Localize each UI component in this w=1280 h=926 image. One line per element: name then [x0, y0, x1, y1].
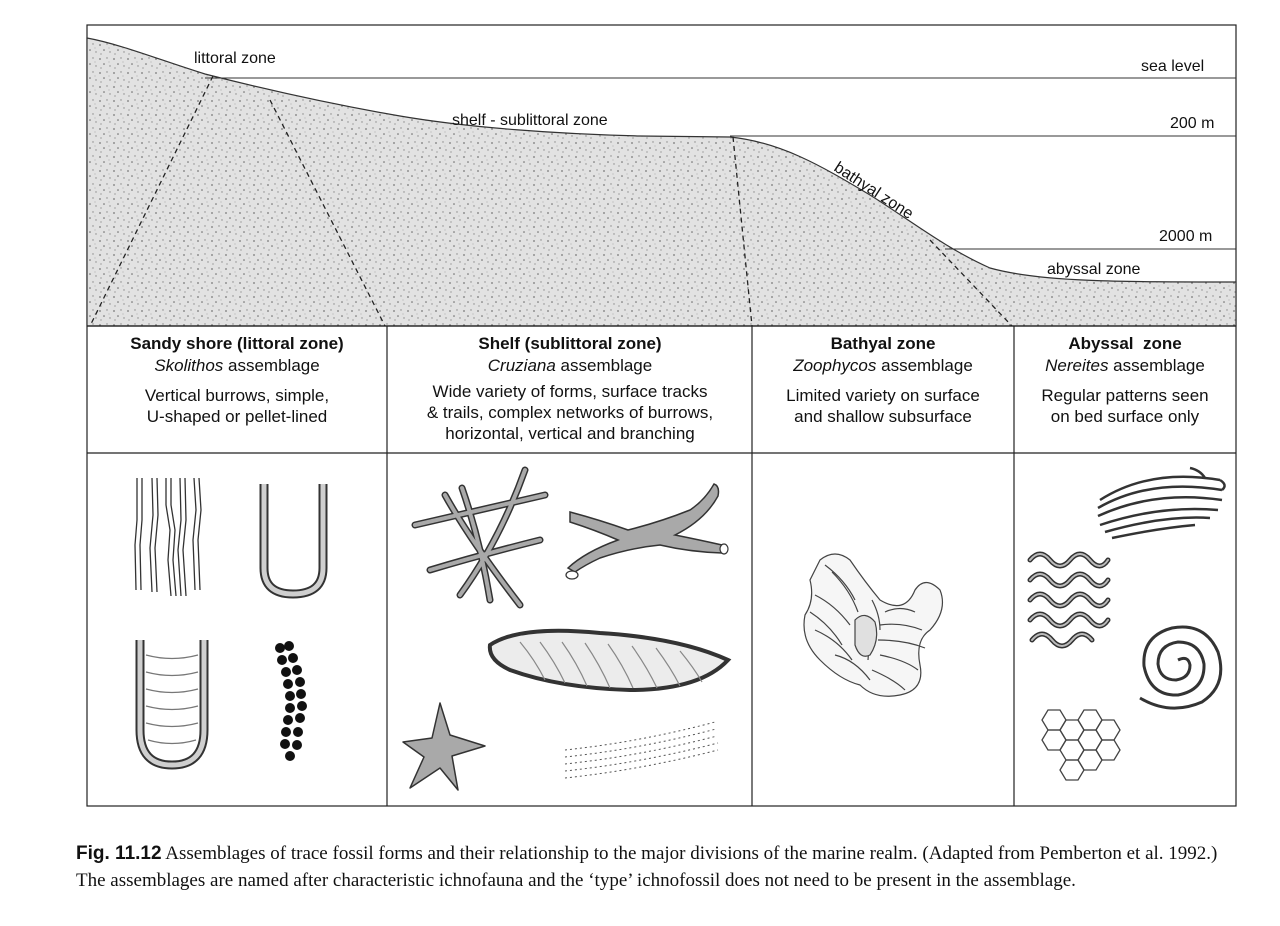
- cruziana-branching-burrow: [565, 483, 729, 580]
- skolithos-vertical-burrows: [134, 477, 202, 597]
- shelf-zone-label: shelf - sublittoral zone: [452, 112, 608, 129]
- skolithos-pellet-lined-burrow: [275, 641, 307, 761]
- zone-assemblage: Nereites assemblage: [1045, 356, 1205, 375]
- nereites-meander-squiggle-inner: [1029, 553, 1109, 647]
- nereites-hexagon-network: [1041, 709, 1121, 781]
- zone-header-littoral: Sandy shore (littoral zone) Skolithos as…: [90, 333, 384, 427]
- skolithos-spreite-u-burrow: [135, 640, 209, 770]
- zone-assemblage: Cruziana assemblage: [487, 356, 653, 375]
- zone-title: Sandy shore (littoral zone): [130, 334, 344, 353]
- cruziana-star-trace: [402, 702, 486, 791]
- zone-description: Wide variety of forms, surface tracks& t…: [426, 382, 714, 443]
- nereites-spiral-trace: [1139, 625, 1223, 710]
- sea-level-label: sea level: [1141, 58, 1205, 75]
- zone-title: Abyssal zone: [1068, 334, 1182, 353]
- zone-header-abyssal: Abyssal zone Nereites assemblage Regular…: [1017, 333, 1233, 427]
- zone-description: Vertical burrows, simple,U-shaped or pel…: [144, 386, 330, 426]
- depth-2000-label: 2000 m: [1159, 228, 1213, 245]
- zone-assemblage: Skolithos assemblage: [154, 356, 320, 375]
- depth-200-label: 200 m: [1170, 115, 1215, 132]
- figure-number: Fig. 11.12: [76, 843, 162, 864]
- zone-boundary-dashes: [89, 75, 1013, 327]
- figure-frame: [86, 24, 1237, 807]
- littoral-zone-label: littoral zone: [194, 50, 276, 67]
- cruziana-crossing-trails: [411, 466, 549, 609]
- zone-title: Shelf (sublittoral zone): [478, 334, 662, 353]
- cruziana-horizontal-trace: [487, 628, 732, 693]
- zoophycos-spiral-trace: [803, 553, 943, 697]
- zone-header-shelf: Shelf (sublittoral zone) Cruziana assemb…: [390, 333, 750, 444]
- skolithos-u-burrow: [259, 484, 328, 599]
- cruziana-track-trail: [564, 721, 719, 779]
- zone-header-bathyal: Bathyal zone Zoophycos assemblage Limite…: [755, 333, 1011, 427]
- abyssal-zone-label: abyssal zone: [1047, 261, 1141, 278]
- nereites-meander-bands: [1097, 466, 1226, 540]
- seafloor-profile: [86, 37, 1237, 327]
- figure-caption: Fig. 11.12 Assemblages of trace fossil f…: [76, 840, 1236, 894]
- zone-title: Bathyal zone: [830, 334, 936, 353]
- zone-assemblage: Zoophycos assemblage: [793, 356, 973, 375]
- caption-text: Assemblages of trace fossil forms and th…: [76, 843, 1218, 891]
